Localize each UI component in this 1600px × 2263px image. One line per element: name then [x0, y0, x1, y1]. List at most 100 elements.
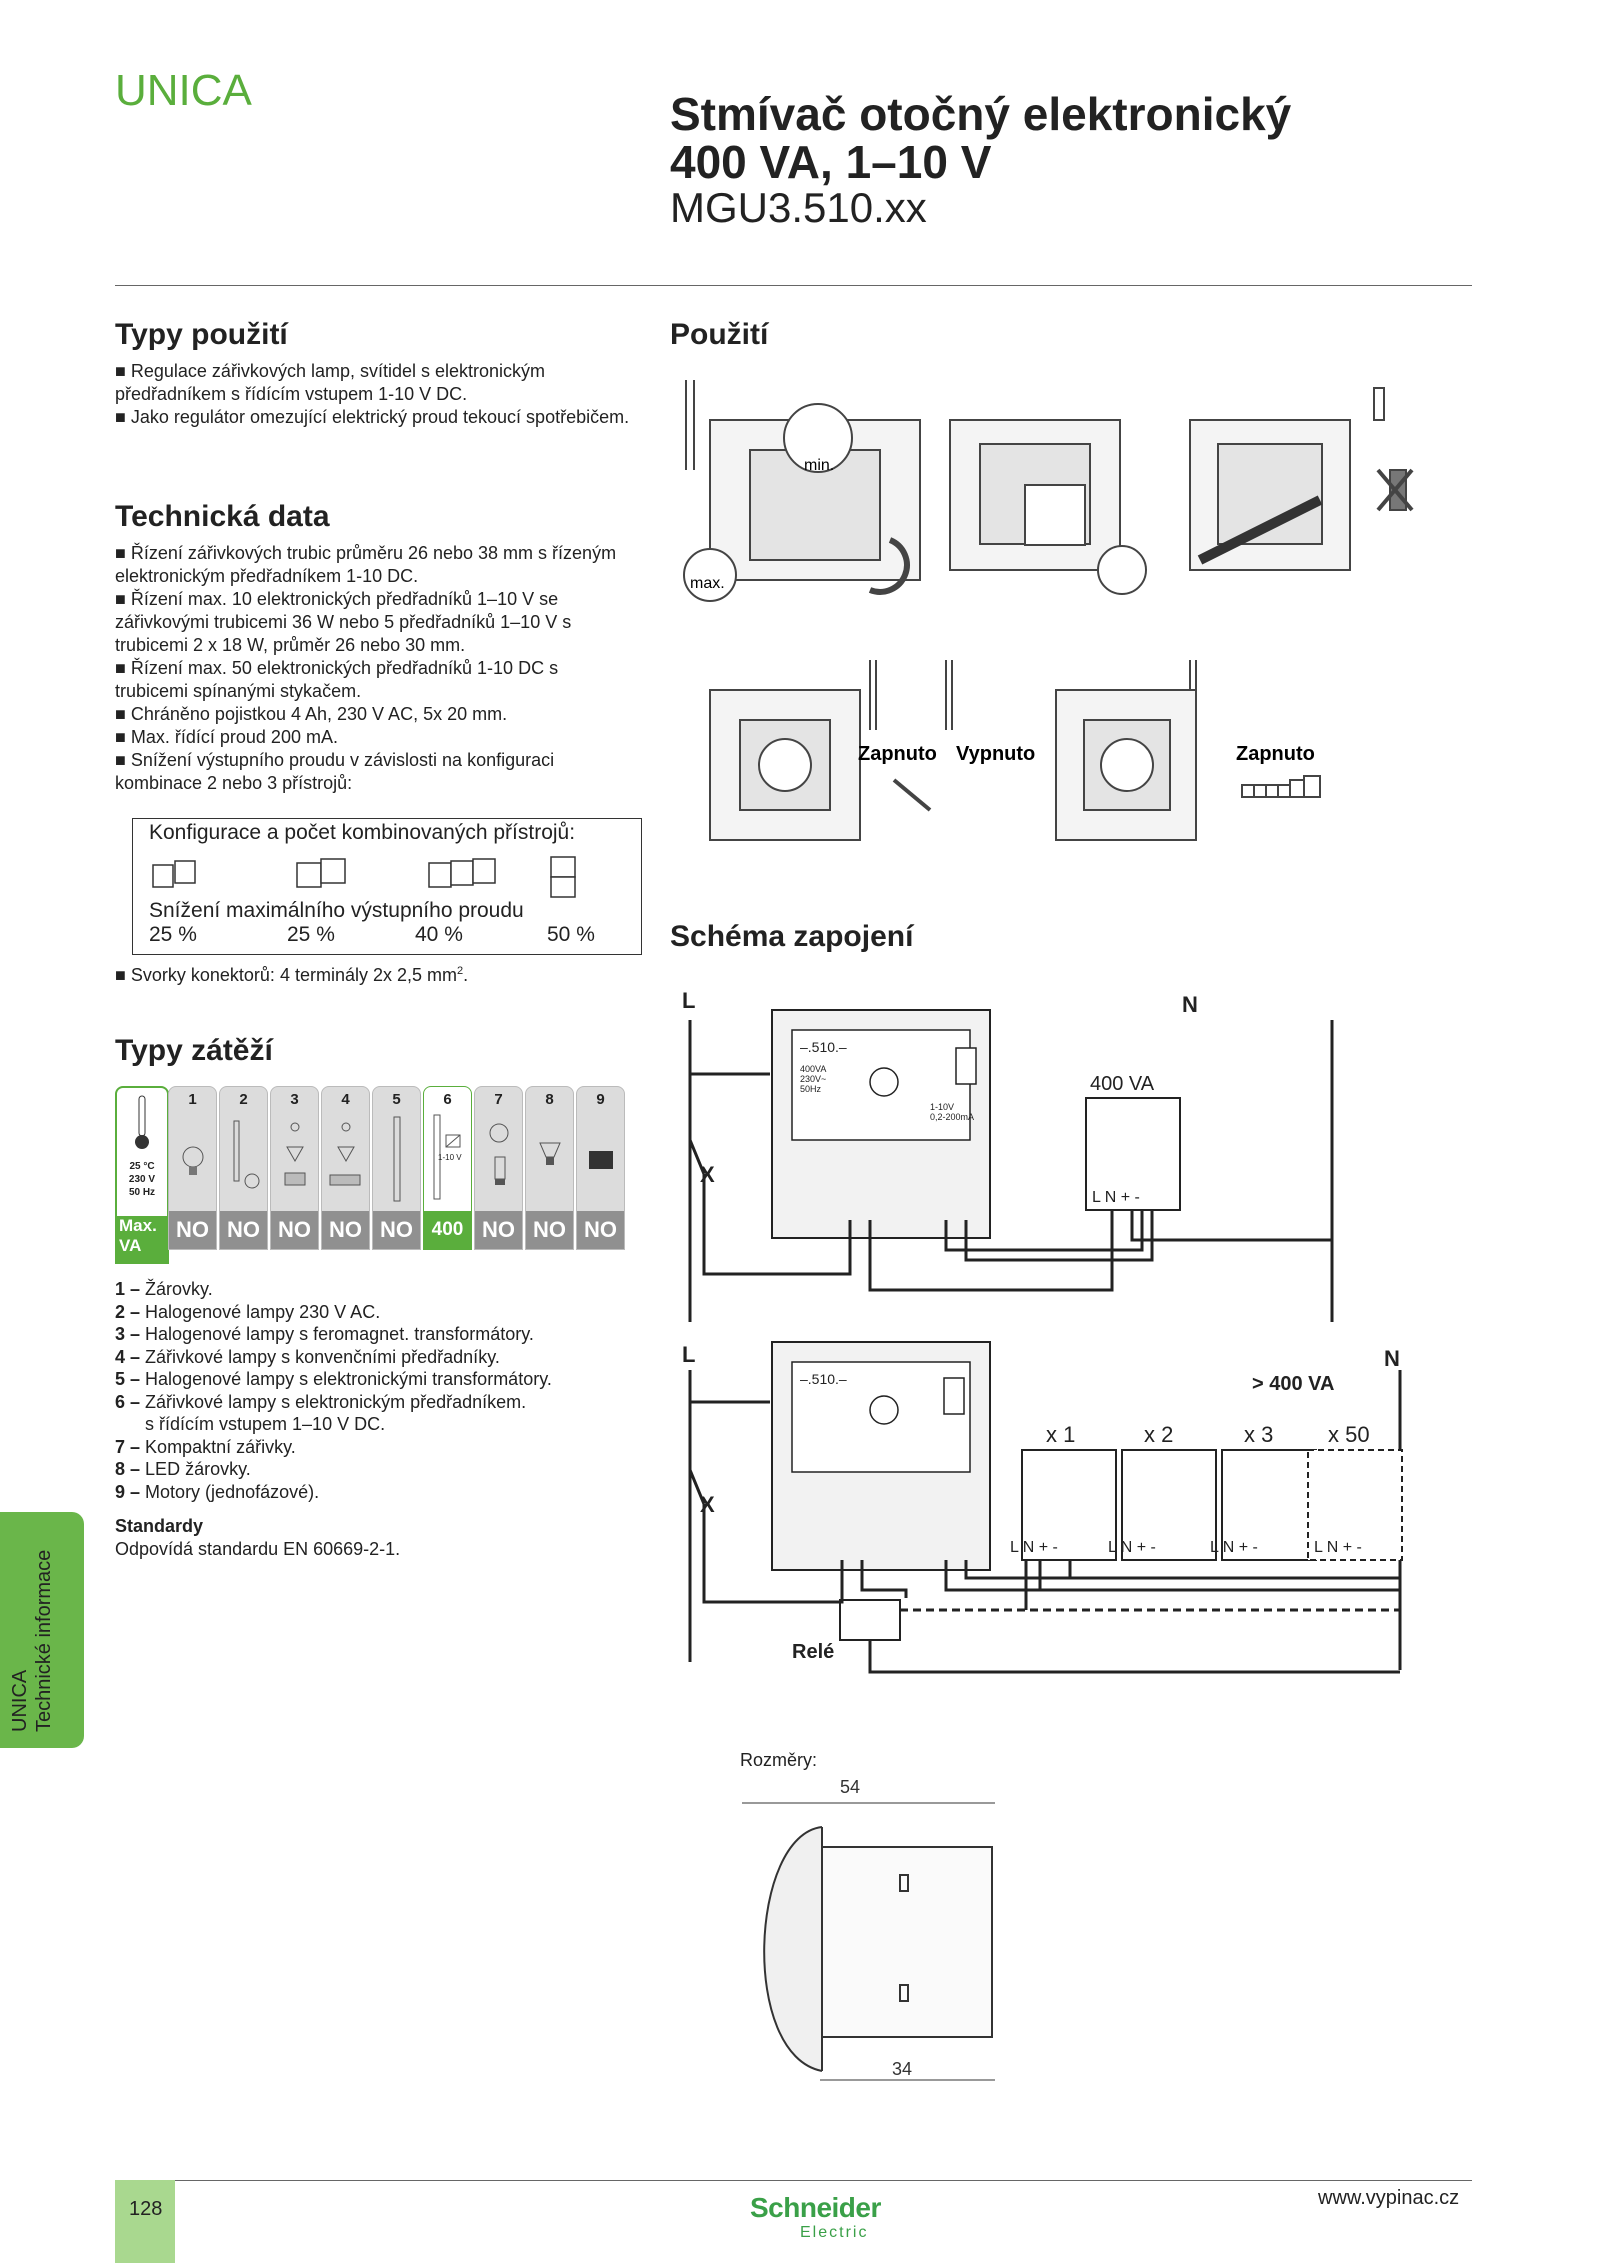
max-va-label: Max. VA [117, 1216, 167, 1262]
config-device-icons [152, 856, 576, 898]
list-item: ■ Řízení max. 10 elektronických předřadn… [115, 589, 572, 655]
load-tile-7: 7 NO [474, 1086, 523, 1250]
load-terminals: L N + - [1314, 1539, 1362, 1556]
title-line-1: Stmívač otočný elektronický [670, 88, 1292, 140]
terminals-note: ■ Svorky konektorů: 4 terminály 2x 2,5 m… [115, 965, 469, 985]
side-tab-line-2: Technické informace [33, 1549, 55, 1732]
list-item: ■ Chráněno pojistkou 4 Ah, 230 V AC, 5x … [115, 704, 508, 724]
usage-illustrations: min. max. Zapnuto Vypnuto Zapnuto [683, 380, 1414, 841]
side-tab-line-1: UNICA [9, 1669, 31, 1732]
load-tile-reference: 25 °C 230 V 50 Hz Max. VA [115, 1086, 169, 1264]
load-tile-9: 9 NO [576, 1086, 625, 1250]
thermometer-icon [135, 1095, 149, 1149]
load-tile-8: 8 NO [525, 1086, 574, 1250]
legend-item: 6 – Zářivkové lampy s elektronickým před… [115, 1391, 527, 1412]
section-heading-usage: Použití [670, 318, 769, 351]
percentage: 50 % [547, 923, 595, 946]
usage-types-list: ■ Regulace zářivkových lamp, svítidel s … [115, 360, 635, 429]
halogen-icon [233, 1120, 260, 1189]
electronic-ballast-icon [433, 1114, 461, 1200]
config-label: Konfigurace a počet kombinovaných přístr… [149, 821, 576, 844]
title-line-2: 400 VA, 1–10 V [670, 136, 992, 188]
header-divider [115, 285, 1472, 286]
device-spec: 0,2-200mA [930, 1112, 974, 1122]
load-tile-6: 6 1-10 V 400 [423, 1086, 472, 1250]
legend-item: 4 – Zářivkové lampy s konvenčními předřa… [115, 1346, 500, 1367]
load-terminals: L N + - [1092, 1189, 1140, 1206]
dimensions-label: Rozměry: [740, 1750, 818, 1770]
technical-data-list: ■ Řízení zářivkových trubic průměru 26 n… [115, 542, 635, 795]
tile-sublabel: 1-10 V [438, 1153, 462, 1162]
product-code: MGU3.510.xx [670, 184, 927, 231]
rotary-press-illustration [709, 660, 1321, 841]
section-heading-load-types: Typy zátěží [115, 1034, 273, 1067]
freq-label: 50 Hz [128, 1187, 156, 1198]
wiring-diagram: L N L N X X > 400 VA Relé –.510.– 400VA … [682, 990, 1403, 1674]
motor-icon [589, 1151, 613, 1169]
load-terminals: L N + - [1108, 1539, 1156, 1556]
dimension-depth: 34 [892, 2059, 912, 2079]
on-label-2: Zapnuto [1236, 743, 1315, 765]
dimension-width: 54 [840, 1777, 860, 1797]
list-item: ■ Jako regulátor omezující elektrický pr… [115, 407, 630, 427]
bulb-icon [182, 1146, 204, 1175]
device-spec: 1-10V [930, 1102, 954, 1112]
load-tile-1: 1 NO [168, 1086, 217, 1250]
standards-text: Odpovídá standardu EN 60669-2-1. [115, 1538, 401, 1559]
legend-item: 1 – Žárovky. [115, 1279, 213, 1299]
configuration-box: Konfigurace a počet kombinovaných přístr… [132, 818, 642, 955]
load-label: 400 VA [1090, 1073, 1155, 1095]
load-tile-3: 3 NO [270, 1086, 319, 1250]
side-tab: UNICA Technické informace [0, 1512, 84, 1748]
multiplier-x3: x 3 [1244, 1422, 1273, 1447]
volt-label: 230 V [128, 1174, 156, 1185]
transformer-lamp-icon [284, 1122, 306, 1186]
logo-schneider: Schneider [750, 2192, 881, 2223]
percentage: 40 % [415, 923, 463, 946]
legend-item: 3 – Halogenové lampy s feromagnet. trans… [115, 1324, 534, 1344]
legend-item: 2 – Halogenové lampy 230 V AC. [115, 1301, 381, 1322]
device-code-bottom: –.510.– [800, 1371, 847, 1387]
section-heading-usage-types: Typy použití [115, 318, 288, 351]
device-spec: 400VA [800, 1064, 826, 1074]
min-label: min. [804, 457, 834, 474]
legend-item: 7 – Kompaktní zářivky. [115, 1436, 296, 1457]
footer-url[interactable]: www.vypinac.cz [1318, 2187, 1460, 2209]
load-tile-5: 5 NO [372, 1086, 421, 1250]
brand-name: UNICA [115, 66, 252, 115]
list-item: ■ Snížení výstupního proudu v závislosti… [115, 750, 555, 793]
off-label: Vypnuto [956, 743, 1035, 765]
multiplier-x50: x 50 [1328, 1422, 1370, 1447]
device-spec: 50Hz [800, 1084, 822, 1094]
tube-icon [393, 1116, 401, 1202]
standards-heading: Standardy [115, 1516, 204, 1536]
install-step-3 [1189, 387, 1414, 571]
compact-fluorescent-icon [489, 1123, 509, 1185]
multiplier-x1: x 1 [1046, 1422, 1075, 1447]
reduction-label: Snížení maximálního výstupního proudu [149, 899, 524, 922]
load-tile-2: 2 NO [219, 1086, 268, 1250]
dimensions-drawing: 54 34 [742, 1777, 995, 2081]
switch-mark-top: X [700, 1162, 715, 1187]
page-title: Stmívač otočný elektronický 400 VA, 1–10… [670, 90, 1291, 186]
logo-electric: Electric [800, 2224, 869, 2241]
list-item: ■ Řízení zářivkových trubic průměru 26 n… [115, 543, 617, 586]
load-types-legend: 1 – Žárovky. 2 – Halogenové lampy 230 V … [115, 1278, 552, 1560]
section-heading-technical-data: Technická data [115, 500, 330, 533]
led-bulb-icon [539, 1142, 561, 1165]
max-label: max. [690, 575, 725, 592]
install-step-2 [949, 419, 1147, 595]
device-spec: 230V~ [800, 1074, 826, 1084]
legend-item: 8 – LED žárovky. [115, 1459, 251, 1479]
load-tile-4: 4 NO [321, 1086, 370, 1250]
over-load-label: > 400 VA [1252, 1373, 1334, 1395]
list-item: ■ Max. řídící proud 200 mA. [115, 727, 338, 747]
list-item: ■ Řízení max. 50 elektronických předřadn… [115, 658, 559, 701]
fluorescent-ballast-icon [329, 1122, 361, 1186]
install-step-1 [683, 380, 921, 602]
page-number: 128 [129, 2198, 163, 2220]
temp-label: 25 °C [129, 1161, 155, 1172]
line-L-bottom: L [682, 1342, 695, 1367]
multiplier-x2: x 2 [1144, 1422, 1173, 1447]
legend-item: s řídícím vstupem 1–10 V DC. [145, 1414, 386, 1434]
